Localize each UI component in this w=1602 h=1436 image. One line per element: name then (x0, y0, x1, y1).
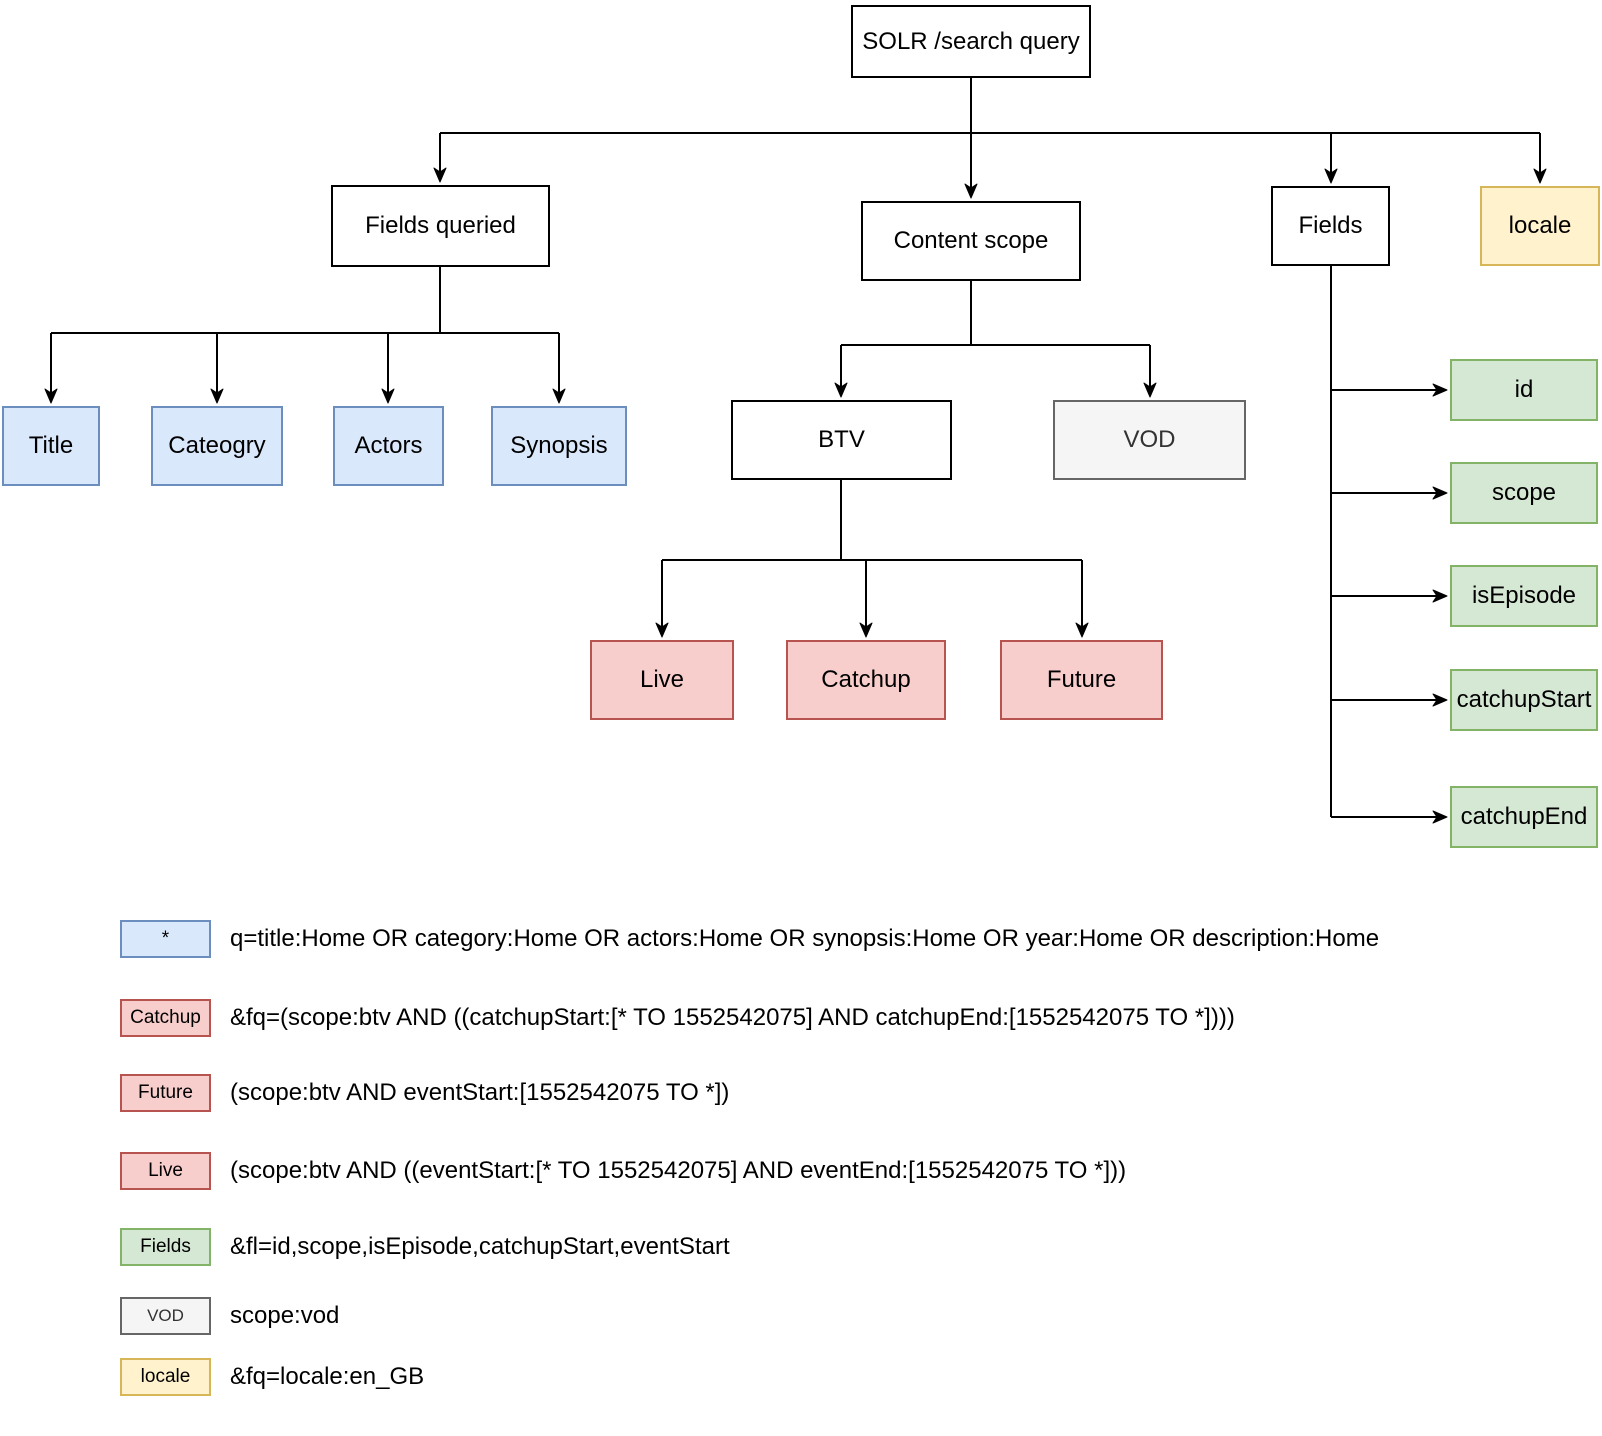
node-fields-queried-label: Fields queried (365, 212, 516, 239)
node-isepisode-label: isEpisode (1471, 582, 1577, 609)
legend-row-catchup: Catchup &fq=(scope:btv AND ((catchupStar… (0, 998, 1602, 1038)
node-cateogry: Cateogry (151, 406, 283, 486)
legend-swatch-future-label: Future (138, 1082, 193, 1103)
node-live: Live (590, 640, 734, 720)
node-root-label: SOLR /search query (862, 27, 1080, 55)
legend-swatch-vod-label: VOD (147, 1306, 184, 1325)
legend-swatch-star: * (120, 920, 211, 958)
node-catchupstart: catchupStart (1450, 669, 1598, 731)
legend-swatch-locale: locale (120, 1358, 211, 1396)
node-title-label: Title (28, 432, 74, 459)
node-fields: Fields (1271, 186, 1390, 266)
node-content-scope-label: Content scope (893, 227, 1049, 254)
legend-swatch-fields: Fields (120, 1228, 211, 1266)
legend-row-future: Future (scope:btv AND eventStart:[155254… (0, 1073, 1602, 1113)
node-fields-label: Fields (1298, 212, 1363, 239)
node-live-label: Live (639, 666, 685, 693)
node-catchup-label: Catchup (821, 666, 911, 693)
legend-swatch-locale-label: locale (140, 1366, 191, 1387)
legend-text-locale: &fq=locale:en_GB (230, 1363, 425, 1390)
node-future-label: Future (1046, 666, 1117, 693)
legend-text-fields: &fl=id,scope,isEpisode,catchupStart,even… (230, 1233, 730, 1260)
legend-text-future: (scope:btv AND eventStart:[1552542075 TO… (230, 1079, 730, 1106)
node-vod: VOD (1053, 400, 1246, 480)
node-scope: scope (1450, 462, 1598, 524)
legend-swatch-live-label: Live (148, 1160, 183, 1181)
node-content-scope: Content scope (861, 201, 1081, 281)
node-catchupend: catchupEnd (1450, 786, 1598, 848)
node-id-label: id (1514, 376, 1534, 403)
legend-text-catchup: &fq=(scope:btv AND ((catchupStart:[* TO … (230, 1004, 1235, 1031)
node-synopsis: Synopsis (491, 406, 627, 486)
legend-text-vod: scope:vod (230, 1302, 340, 1329)
node-catchup: Catchup (786, 640, 946, 720)
legend-swatch-catchup: Catchup (120, 999, 211, 1037)
legend-swatch-fields-label: Fields (140, 1236, 191, 1257)
node-vod-label: VOD (1123, 426, 1176, 453)
node-catchupend-label: catchupEnd (1460, 803, 1588, 830)
legend-swatch-catchup-label: Catchup (130, 1007, 201, 1028)
legend-text-live: (scope:btv AND ((eventStart:[* TO 155254… (230, 1157, 1127, 1184)
node-btv-label: BTV (818, 426, 865, 453)
node-btv: BTV (731, 400, 952, 480)
node-fields-queried: Fields queried (331, 185, 550, 267)
legend-swatch-live: Live (120, 1152, 211, 1190)
node-actors: Actors (333, 406, 444, 486)
legend-row-query: * q=title:Home OR category:Home OR actor… (0, 919, 1602, 959)
node-locale-label: locale (1508, 212, 1572, 239)
legend-text-query: q=title:Home OR category:Home OR actors:… (230, 925, 1380, 952)
legend-row-live: Live (scope:btv AND ((eventStart:[* TO 1… (0, 1151, 1602, 1191)
node-title: Title (2, 406, 100, 486)
legend-row-vod: VOD scope:vod (0, 1296, 1602, 1336)
node-id: id (1450, 359, 1598, 421)
legend-row-fields: Fields &fl=id,scope,isEpisode,catchupSta… (0, 1227, 1602, 1267)
legend-swatch-vod: VOD (120, 1297, 211, 1335)
node-locale: locale (1480, 186, 1600, 266)
node-scope-label: scope (1491, 479, 1557, 506)
node-cateogry-label: Cateogry (168, 432, 266, 459)
node-actors-label: Actors (354, 432, 423, 459)
node-future: Future (1000, 640, 1163, 720)
legend-swatch-future: Future (120, 1074, 211, 1112)
node-synopsis-label: Synopsis (510, 432, 608, 459)
node-isepisode: isEpisode (1450, 565, 1598, 627)
node-root: SOLR /search query (851, 5, 1091, 78)
node-catchupstart-label: catchupStart (1456, 686, 1592, 713)
legend-swatch-star-label: * (161, 928, 170, 949)
legend-row-locale: locale &fq=locale:en_GB (0, 1357, 1602, 1397)
